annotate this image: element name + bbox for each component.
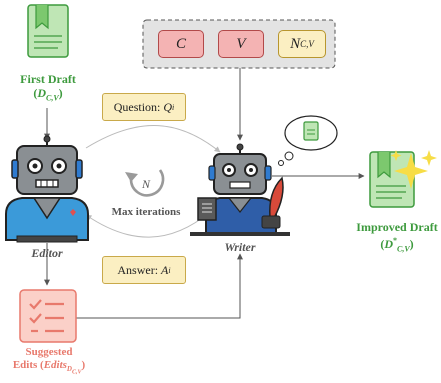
- improved-draft-document-icon: [369, 150, 437, 208]
- suggested-edits-sub-d: D: [66, 365, 72, 374]
- answer-symbol: A: [161, 262, 169, 277]
- n-chip-label: N: [290, 35, 301, 52]
- improved-draft-title: Improved Draft: [356, 220, 438, 234]
- first-draft-title: First Draft: [20, 72, 76, 86]
- suggested-edits-label: Suggested Edits (EditsDC,V): [0, 346, 98, 380]
- first-draft-symbol-sub: C,V: [46, 93, 59, 103]
- improved-draft-symbol-sup: *: [393, 236, 397, 245]
- answer-subscript: i: [168, 265, 171, 275]
- improved-draft-symbol-sub: C,V: [397, 244, 410, 254]
- suggested-edits-icon: [19, 289, 77, 343]
- improved-draft-symbol: (D*C,V): [354, 234, 440, 256]
- improved-draft-symbol-open: (: [380, 237, 385, 251]
- first-draft-symbol-close: ): [58, 86, 63, 100]
- editor-label: Editor: [31, 246, 63, 260]
- first-draft-symbol-open: (: [33, 86, 38, 100]
- writer-robot-icon: [190, 143, 290, 236]
- question-prefix: Question:: [113, 99, 164, 114]
- context-chip: C: [158, 30, 204, 58]
- edits-to-writer-arrow: [76, 253, 243, 319]
- suggested-edits-close: ): [81, 359, 86, 371]
- first-draft-symbol: (DC,V): [2, 86, 94, 105]
- n-chip-subscript: C,V: [300, 39, 314, 49]
- editor-robot-icon: [5, 135, 89, 243]
- first-draft-document-icon: [27, 4, 69, 58]
- improved-draft-symbol-main: D: [384, 237, 393, 251]
- video-chip: V: [218, 30, 264, 58]
- editor-to-writer-curve: [85, 125, 221, 153]
- loop-arrowhead: [125, 172, 138, 182]
- suggested-edits-main: Edits: [43, 359, 67, 371]
- suggested-edits-line1: Suggested: [25, 346, 73, 358]
- question-symbol: Q: [163, 99, 173, 114]
- improved-draft-symbol-close: ): [409, 237, 414, 251]
- question-subscript: i: [172, 102, 175, 112]
- suggested-edits-prefix: Edits (: [12, 359, 44, 371]
- context-chip-label: C: [175, 35, 186, 52]
- loop-icon: [129, 169, 165, 197]
- answer-prefix: Answer:: [117, 262, 162, 277]
- writer-to-editor-curve: [85, 211, 211, 238]
- improved-draft-label: Improved Draft (D*C,V): [354, 220, 440, 256]
- suggested-edits-subsub: C,V: [71, 369, 82, 376]
- thought-bubble-icon: [278, 115, 338, 166]
- max-iterations-label: Max iterations: [111, 206, 181, 218]
- first-draft-label: First Draft (DC,V): [2, 72, 94, 105]
- video-chip-label: V: [236, 35, 246, 52]
- writer-label: Writer: [224, 240, 256, 254]
- suggested-edits-sub: DC,V: [66, 365, 82, 376]
- first-draft-symbol-main: D: [37, 86, 46, 100]
- suggested-edits-line2: Edits (EditsDC,V): [0, 359, 98, 380]
- loop-count: N: [141, 177, 150, 191]
